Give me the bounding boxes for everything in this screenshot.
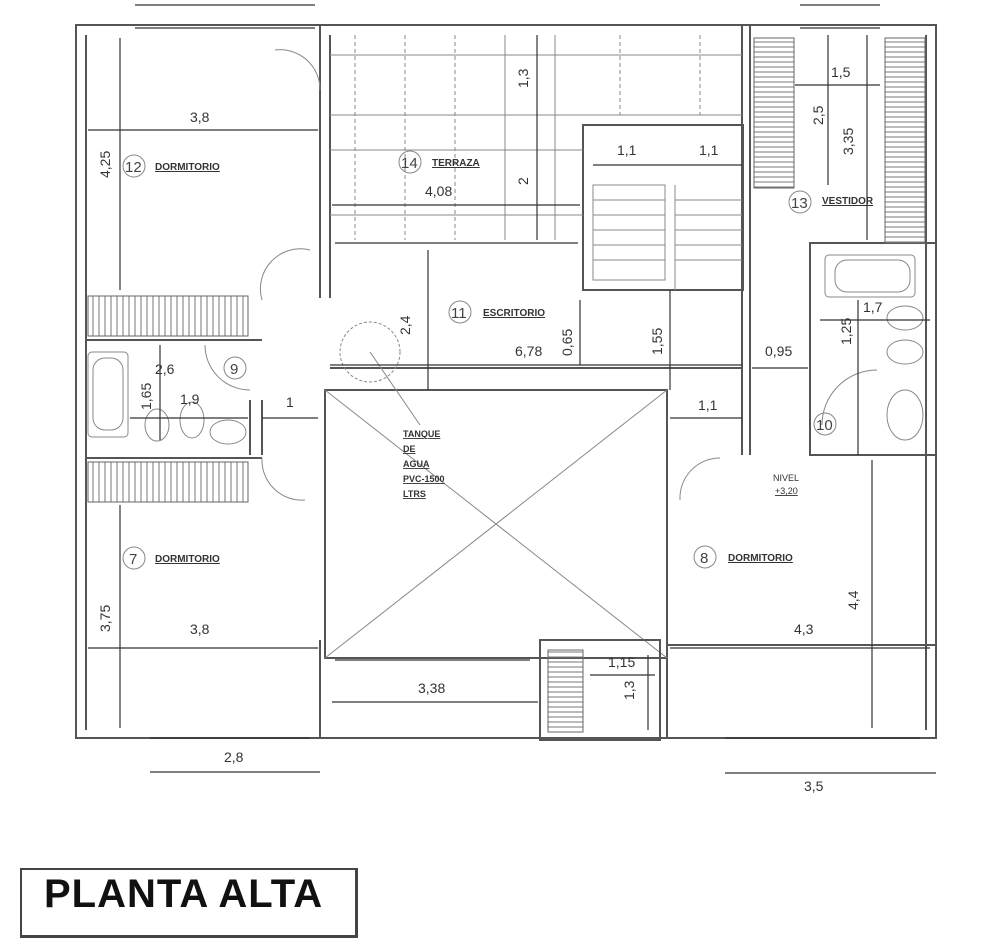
dim-text: 2,8 [224,749,244,765]
room-number: 11 [451,305,467,322]
room-name: ESCRITORIO [483,308,545,319]
level-value: +3,20 [775,486,798,496]
level-label: NIVEL [773,473,799,483]
dim-text: 1,1 [699,142,719,158]
room-12: 12 DORMITORIO [122,154,220,178]
closet-13a [753,37,795,189]
title-frame [20,868,358,938]
dim-text: 6,78 [515,343,542,359]
dimension-values: 3,8 4,25 4,08 1,3 2 1,1 1,1 1,5 2,5 3,35… [97,64,883,794]
dim-text: 3,35 [840,128,856,155]
dim-text: 3,75 [97,605,113,632]
room-number: 7 [129,551,137,568]
room-13: 13 VESTIDOR [788,190,874,214]
tank-line: LTRS [403,489,426,499]
dim-text: 1,1 [617,142,637,158]
room-11: 11 ESCRITORIO [448,300,545,324]
room-name: VESTIDOR [822,196,874,207]
room-name: DORMITORIO [728,553,793,564]
closet-13b [884,37,926,244]
bathroom-fixtures [87,49,924,501]
dim-text: 0,95 [765,343,792,359]
dim-text: 4,3 [794,621,814,637]
walls [75,24,937,741]
room-number: 10 [816,417,833,434]
dim-text: 3,8 [190,621,210,637]
room-number: 12 [125,159,142,176]
room-14: 14 TERRAZA [398,150,480,174]
water-tank-note: TANQUE DE AGUA PVC-1500 LTRS [403,429,445,499]
tank-line: PVC-1500 [403,474,445,484]
dim-text: 1,55 [649,328,665,355]
dim-text: 4,08 [425,183,452,199]
room-8: 8 DORMITORIO [693,545,793,569]
dim-text: 3,5 [804,778,824,794]
tank-line: DE [403,444,416,454]
plan-title: PLANTA ALTA [44,872,324,916]
dim-text: 1,3 [621,680,637,700]
dim-text: 1,65 [138,383,154,410]
dim-text: 3,38 [418,680,445,696]
dim-text: 3,8 [190,109,210,125]
dim-text: 2,5 [810,105,826,125]
dim-text: 2 [515,177,531,185]
room-number: 9 [230,361,238,378]
dim-text: 1,1 [698,397,718,413]
tank-line: TANQUE [403,429,440,439]
room-10: 10 [813,412,837,436]
dim-text: 1,9 [180,391,200,407]
closet-12 [87,295,249,337]
dim-text: 4,25 [97,151,113,178]
dim-text: 1,3 [515,68,531,88]
dim-text: 2,6 [155,361,175,377]
dim-text: 1 [286,394,294,410]
dim-text: 0,65 [559,329,575,356]
room-name: DORMITORIO [155,162,220,173]
closet-7 [87,461,249,503]
dim-text: 1,5 [831,64,851,80]
room-number: 13 [791,195,808,212]
dim-text: 4,4 [845,590,861,610]
room-name: TERRAZA [432,158,480,169]
stairs [547,184,742,733]
dim-text: 2,4 [397,315,413,335]
terrace-grid [330,35,742,240]
tank-line: AGUA [403,459,430,469]
dim-text: 1,7 [863,299,883,315]
dimension-lines [88,4,936,774]
room-name: DORMITORIO [155,554,220,565]
room-7: 7 DORMITORIO [122,546,220,570]
room-number: 8 [700,550,708,567]
dim-text: 1,25 [838,318,854,345]
dim-text: 1,15 [608,654,635,670]
room-number: 14 [401,155,418,172]
room-9: 9 [223,356,247,380]
